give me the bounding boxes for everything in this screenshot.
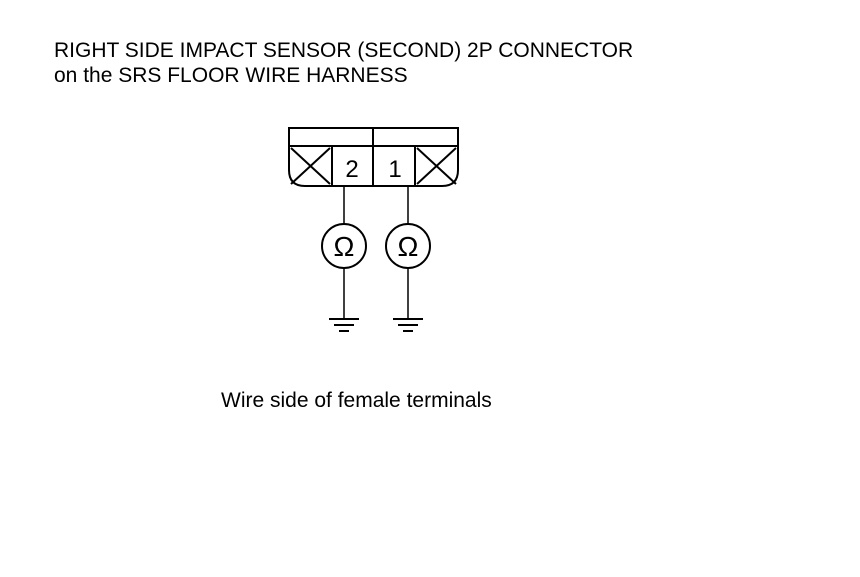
ground-icon xyxy=(329,318,359,332)
title-line-2: on the SRS FLOOR WIRE HARNESS xyxy=(54,64,408,87)
diagram-title: RIGHT SIDE IMPACT SENSOR (SECOND) 2P CON… xyxy=(54,38,633,88)
title-line-1: RIGHT SIDE IMPACT SENSOR (SECOND) 2P CON… xyxy=(54,39,634,62)
terminal-label-1: 1 xyxy=(388,156,401,183)
unused-cavity-right-x-icon xyxy=(416,147,457,185)
terminal-label-2: 2 xyxy=(345,156,358,183)
ohmmeter-right: Ω xyxy=(385,223,431,269)
ohm-symbol: Ω xyxy=(334,231,355,262)
ohmmeter-icon xyxy=(385,223,431,269)
ohmmeter-icon xyxy=(321,223,367,269)
ohmmeter-left: Ω xyxy=(321,223,367,269)
ohm-symbol: Ω xyxy=(398,231,419,262)
probe-wires xyxy=(343,186,409,318)
unused-cavity-left-x-icon xyxy=(290,147,331,185)
connector-2p xyxy=(288,127,459,187)
connector-body xyxy=(288,145,459,187)
diagram-caption: Wire side of female terminals xyxy=(221,389,492,412)
ground-icon xyxy=(393,318,423,332)
